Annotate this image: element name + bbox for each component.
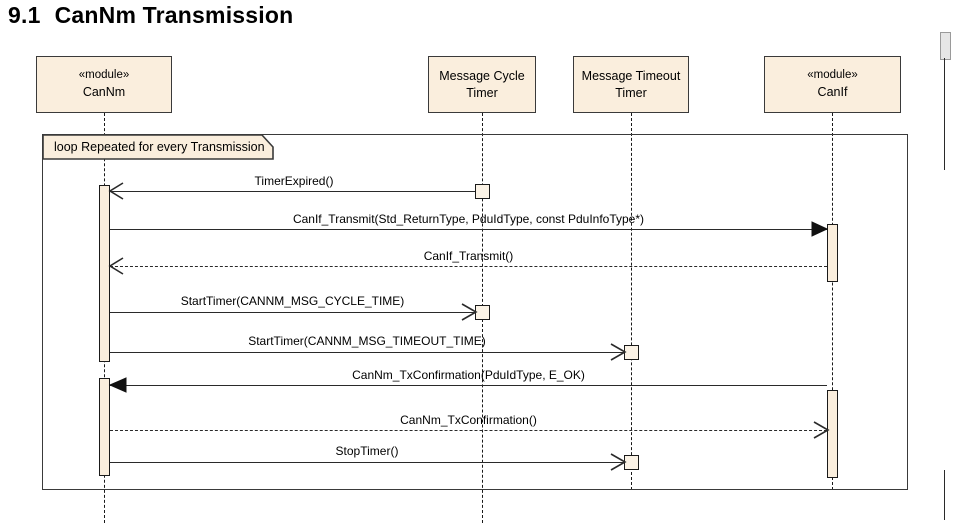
message-line-m6[interactable] (110, 385, 827, 386)
activation-canif-1[interactable] (827, 224, 838, 282)
message-label-m7: CanNm_TxConfirmation() (400, 413, 537, 427)
activation-cannm-1[interactable] (99, 185, 110, 362)
activation-cannm-2[interactable] (99, 378, 110, 476)
lifeline-name-cannm: CanNm (82, 84, 126, 99)
message-label-m5: StartTimer(CANNM_MSG_TIMEOUT_TIME) (248, 334, 486, 348)
loop-fragment-label: loop Repeated for every Transmission (54, 140, 265, 154)
lifeline-header-cannm[interactable]: «module» CanNm (36, 56, 172, 113)
timer-occurrence-cycle-expired[interactable] (475, 184, 490, 199)
timer-occurrence-timeout-stop[interactable] (624, 455, 639, 470)
message-line-m2[interactable] (110, 229, 827, 230)
timer-occurrence-timeout-start[interactable] (624, 345, 639, 360)
page-edge-line (944, 470, 945, 520)
lifeline-header-message-cycle-timer[interactable]: Message Cycle Timer (428, 56, 536, 113)
message-line-m5[interactable] (110, 352, 624, 353)
lifeline-name-canif: CanIf (817, 84, 848, 99)
activation-canif-2[interactable] (827, 390, 838, 478)
lifeline-header-message-timeout-timer[interactable]: Message Timeout Timer (573, 56, 689, 113)
message-line-m4[interactable] (110, 312, 475, 313)
lifeline-name-cycle-line2: Timer (466, 85, 498, 100)
message-line-m1[interactable] (110, 191, 478, 192)
lifeline-stereotype-cannm: «module» (78, 69, 130, 82)
message-label-m3: CanIf_Transmit() (423, 249, 514, 263)
message-label-m6: CanNm_TxConfirmation(PduIdType, E_OK) (352, 368, 585, 382)
message-label-m4: StartTimer(CANNM_MSG_CYCLE_TIME) (180, 294, 405, 308)
loop-fragment-label-shape (42, 134, 274, 160)
section-title: CanNm Transmission (54, 2, 294, 28)
lifeline-header-canif[interactable]: «module» CanIf (764, 56, 901, 113)
message-label-m8: StopTimer() (335, 444, 399, 458)
loop-fragment-frame (42, 134, 908, 490)
lifeline-timeout (631, 113, 632, 490)
message-line-m8[interactable] (110, 462, 624, 463)
scrollbar-thumb[interactable] (940, 32, 951, 60)
lifeline-name-timeout-line2: Timer (615, 85, 647, 100)
timer-occurrence-cycle-start[interactable] (475, 305, 490, 320)
lifeline-canif (832, 113, 833, 490)
message-line-m3[interactable] (110, 266, 827, 267)
scrollbar-track[interactable] (944, 58, 945, 170)
message-label-m2: CanIf_Transmit(Std_ReturnType, PduIdType… (292, 212, 645, 226)
lifeline-name-timeout-line1: Message Timeout (581, 68, 681, 83)
message-line-m7[interactable] (110, 430, 827, 431)
message-label-m1: TimerExpired() (254, 174, 334, 188)
section-number: 9.1 (8, 2, 41, 28)
page-title: 9.1 CanNm Transmission (8, 2, 293, 29)
lifeline-stereotype-canif: «module» (807, 69, 858, 82)
lifeline-name-cycle-line1: Message Cycle (439, 68, 525, 83)
